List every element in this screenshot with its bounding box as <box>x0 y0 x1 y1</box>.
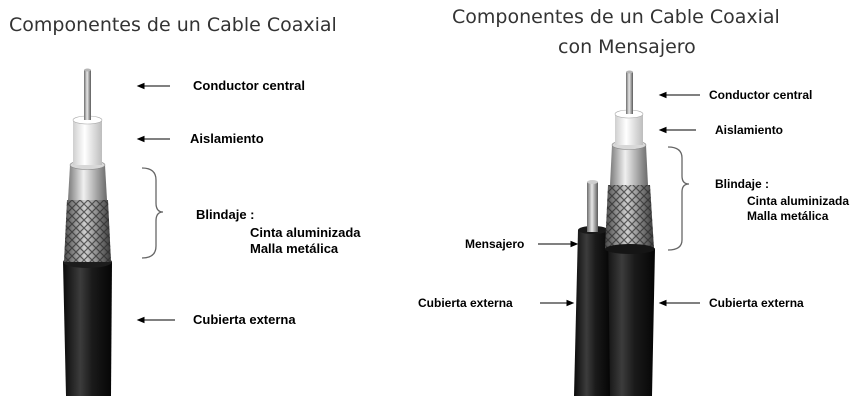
left-label-blindaje: Blindaje : <box>196 207 255 222</box>
right-label-aislamiento: Aislamiento <box>715 123 784 137</box>
left-cable <box>63 68 112 396</box>
right-diagram-title-line2: con Mensajero <box>558 36 696 58</box>
right-pointers <box>538 91 700 307</box>
left-label-malla-metalica: Malla metálica <box>250 241 339 256</box>
right-cable <box>574 70 655 396</box>
right-label-cubierta-externa-right: Cubierta externa <box>709 296 804 310</box>
left-label-cubierta-externa: Cubierta externa <box>193 312 296 327</box>
right-blindaje-brace <box>667 146 690 251</box>
left-label-aislamiento: Aislamiento <box>190 131 264 146</box>
left-diagram-title: Componentes de un Cable Coaxial <box>9 14 337 36</box>
left-pointers <box>136 82 175 324</box>
left-label-conductor-central: Conductor central <box>193 78 305 93</box>
right-label-mensajero: Mensajero <box>465 237 525 251</box>
left-label-cinta-aluminizada: Cinta aluminizada <box>250 225 361 240</box>
right-label-conductor-central: Conductor central <box>709 88 813 102</box>
right-diagram-title-line1: Componentes de un Cable Coaxial <box>452 6 780 28</box>
right-label-cinta-aluminizada: Cinta aluminizada <box>747 194 850 208</box>
right-label-cubierta-externa-left: Cubierta externa <box>418 296 513 310</box>
right-label-blindaje: Blindaje : <box>715 177 770 191</box>
left-blindaje-brace <box>141 167 164 259</box>
right-label-malla-metalica: Malla metálica <box>747 209 829 223</box>
